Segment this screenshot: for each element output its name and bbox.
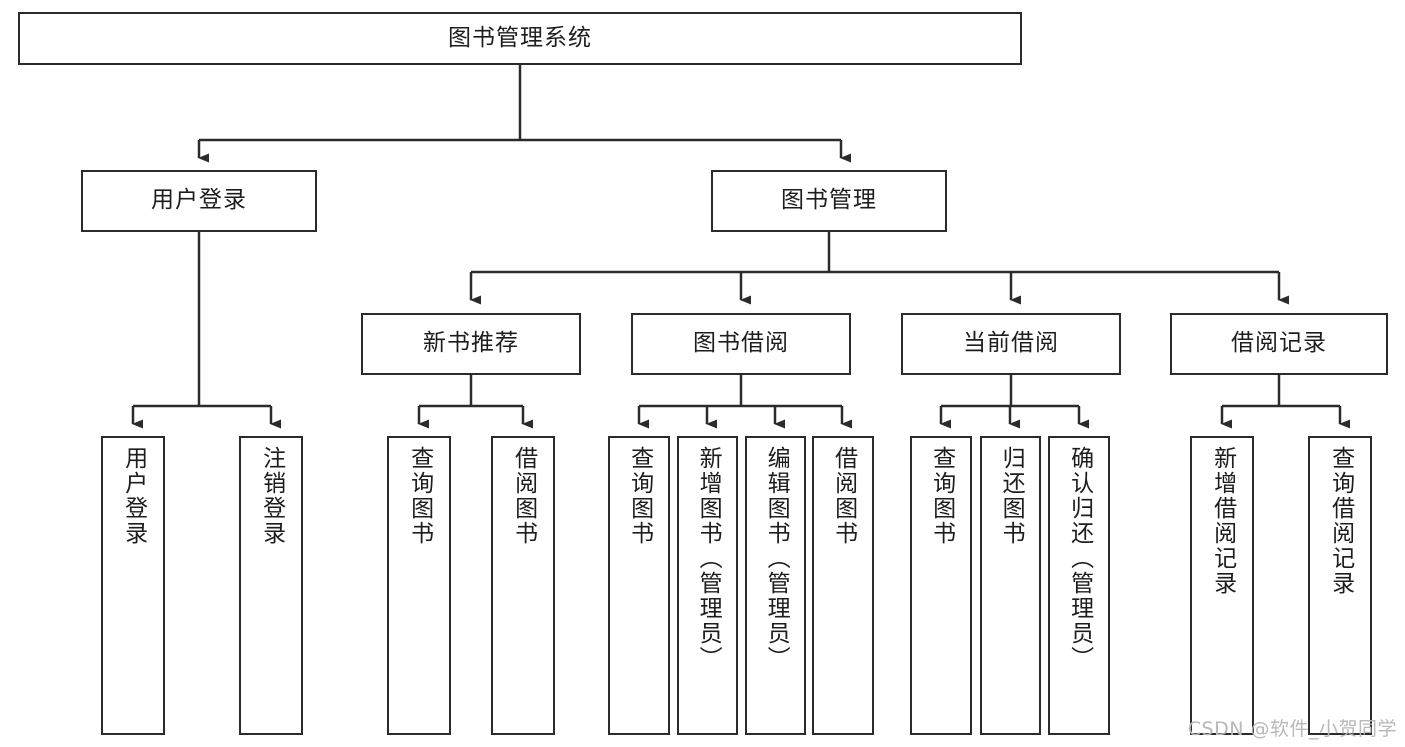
node-user-login[interactable]: 用户登录: [81, 170, 317, 232]
node-label: 编辑图书（管理员）: [763, 446, 790, 671]
node-label: 图书借阅: [693, 330, 789, 357]
node-label: 借阅图书: [510, 446, 537, 546]
node-root-book-management-system[interactable]: 图书管理系统: [18, 12, 1022, 65]
node-label: 查询图书: [406, 446, 433, 546]
leaf-record-query-borrow-record[interactable]: 查询借阅记录: [1308, 436, 1372, 735]
node-label: 用户登录: [151, 187, 247, 214]
leaf-current-confirm-return-admin[interactable]: 确认归还（管理员）: [1048, 436, 1110, 735]
leaf-new-book-borrow-book[interactable]: 借阅图书: [491, 436, 555, 735]
node-current-borrow[interactable]: 当前借阅: [901, 313, 1121, 375]
node-book-borrow[interactable]: 图书借阅: [631, 313, 851, 375]
node-label: 借阅记录: [1231, 330, 1327, 357]
leaf-current-query-book[interactable]: 查询图书: [910, 436, 972, 735]
leaf-user-login-logout[interactable]: 注销登录: [239, 436, 303, 735]
node-label: 新书推荐: [423, 330, 519, 357]
node-label: 注销登录: [258, 446, 285, 546]
node-label: 确认归还（管理员）: [1066, 446, 1093, 671]
node-label: 查询图书: [928, 446, 955, 546]
node-label: 借阅图书: [830, 446, 857, 546]
node-label: 查询图书: [626, 446, 653, 546]
node-label: 图书管理: [781, 187, 877, 214]
node-label: 新增图书（管理员）: [695, 446, 722, 671]
node-label: 查询借阅记录: [1327, 446, 1354, 596]
node-new-book-recommend[interactable]: 新书推荐: [361, 313, 581, 375]
leaf-borrow-add-book-admin[interactable]: 新增图书（管理员）: [677, 436, 738, 735]
node-label: 用户登录: [120, 446, 147, 546]
leaf-borrow-borrow-book[interactable]: 借阅图书: [812, 436, 874, 735]
csdn-watermark: CSDN @软件_小贺同学: [1187, 718, 1397, 740]
node-label: 当前借阅: [963, 330, 1059, 357]
node-label: 归还图书: [998, 446, 1025, 546]
node-label: 图书管理系统: [448, 24, 592, 51]
leaf-user-login-login[interactable]: 用户登录: [101, 436, 165, 735]
leaf-current-return-book[interactable]: 归还图书: [980, 436, 1041, 735]
leaf-borrow-edit-book-admin[interactable]: 编辑图书（管理员）: [745, 436, 806, 735]
leaf-record-add-borrow-record[interactable]: 新增借阅记录: [1190, 436, 1254, 735]
node-label: 新增借阅记录: [1209, 446, 1236, 596]
node-book-management[interactable]: 图书管理: [711, 170, 947, 232]
leaf-borrow-query-book[interactable]: 查询图书: [608, 436, 670, 735]
node-borrow-record[interactable]: 借阅记录: [1170, 313, 1388, 375]
leaf-new-book-query-book[interactable]: 查询图书: [387, 436, 451, 735]
